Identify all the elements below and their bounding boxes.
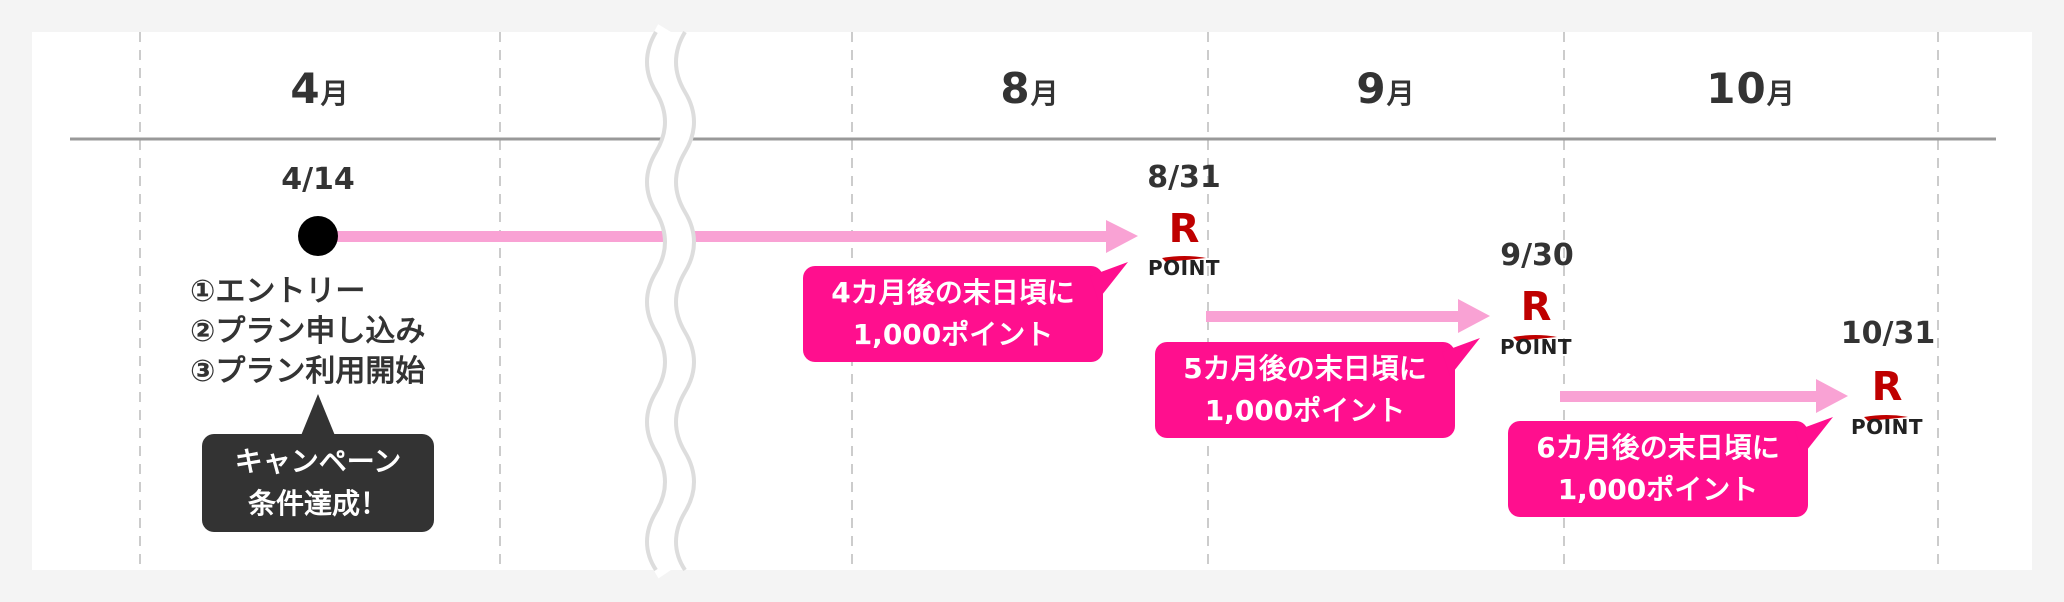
campaign-callout-line1: キャンペーン [234,445,402,478]
reward-note-line1: 4カ月後の末日頃に [831,276,1075,309]
rakuten-point-label: POINT [1851,415,1923,439]
rakuten-r-icon: R [1520,284,1552,330]
reward-note-line2: 1,000ポイント [852,318,1054,351]
rakuten-r-icon: R [1871,364,1903,410]
reward-date-aug: 8/31 [1147,160,1221,195]
reward-note-aug: 4カ月後の末日頃に 1,000ポイント [803,266,1103,362]
reward-note-line1: 5カ月後の末日頃に [1183,352,1427,385]
start-dot [298,216,338,256]
step-apply: ②プラン申し込み [190,314,426,349]
reward-note-line2: 1,000ポイント [1557,473,1759,506]
rakuten-swoosh [1162,256,1206,262]
step-entry: ①エントリー [190,274,366,309]
reward-note-line2: 1,000ポイント [1204,394,1406,427]
month-label-apr: 4月 [290,64,350,113]
campaign-callout: キャンペーン 条件達成！ [202,434,434,532]
reward-note-sep: 5カ月後の末日頃に 1,000ポイント [1155,342,1455,438]
reward-date-oct: 10/31 [1840,316,1936,351]
campaign-callout-shape [202,394,434,532]
rakuten-swoosh [1864,415,1908,421]
month-label-sep: 9月 [1356,64,1416,113]
note-bubble-shape-2 [1155,338,1480,438]
start-date: 4/14 [281,162,355,197]
note-bubble-shape-1 [803,262,1128,362]
month-label-oct: 10月 [1706,64,1796,113]
rakuten-point-label: POINT [1148,256,1220,280]
arrow-to-sep [1206,299,1490,333]
rakuten-r-icon: R [1168,206,1200,252]
month-label-aug: 8月 [1000,64,1060,113]
arrow-to-oct [1560,379,1848,413]
reward-note-line1: 6カ月後の末日頃に [1536,431,1780,464]
arrow-to-aug [322,220,1138,253]
rakuten-point-label: POINT [1500,335,1572,359]
note-bubble-shape-3 [1508,417,1833,517]
rakuten-swoosh [1513,335,1557,341]
reward-note-oct: 6カ月後の末日頃に 1,000ポイント [1508,421,1808,517]
time-break [645,24,696,579]
step-start: ③プラン利用開始 [190,354,426,389]
campaign-callout-line2: 条件達成！ [247,487,388,520]
reward-date-sep: 9/30 [1500,238,1574,273]
